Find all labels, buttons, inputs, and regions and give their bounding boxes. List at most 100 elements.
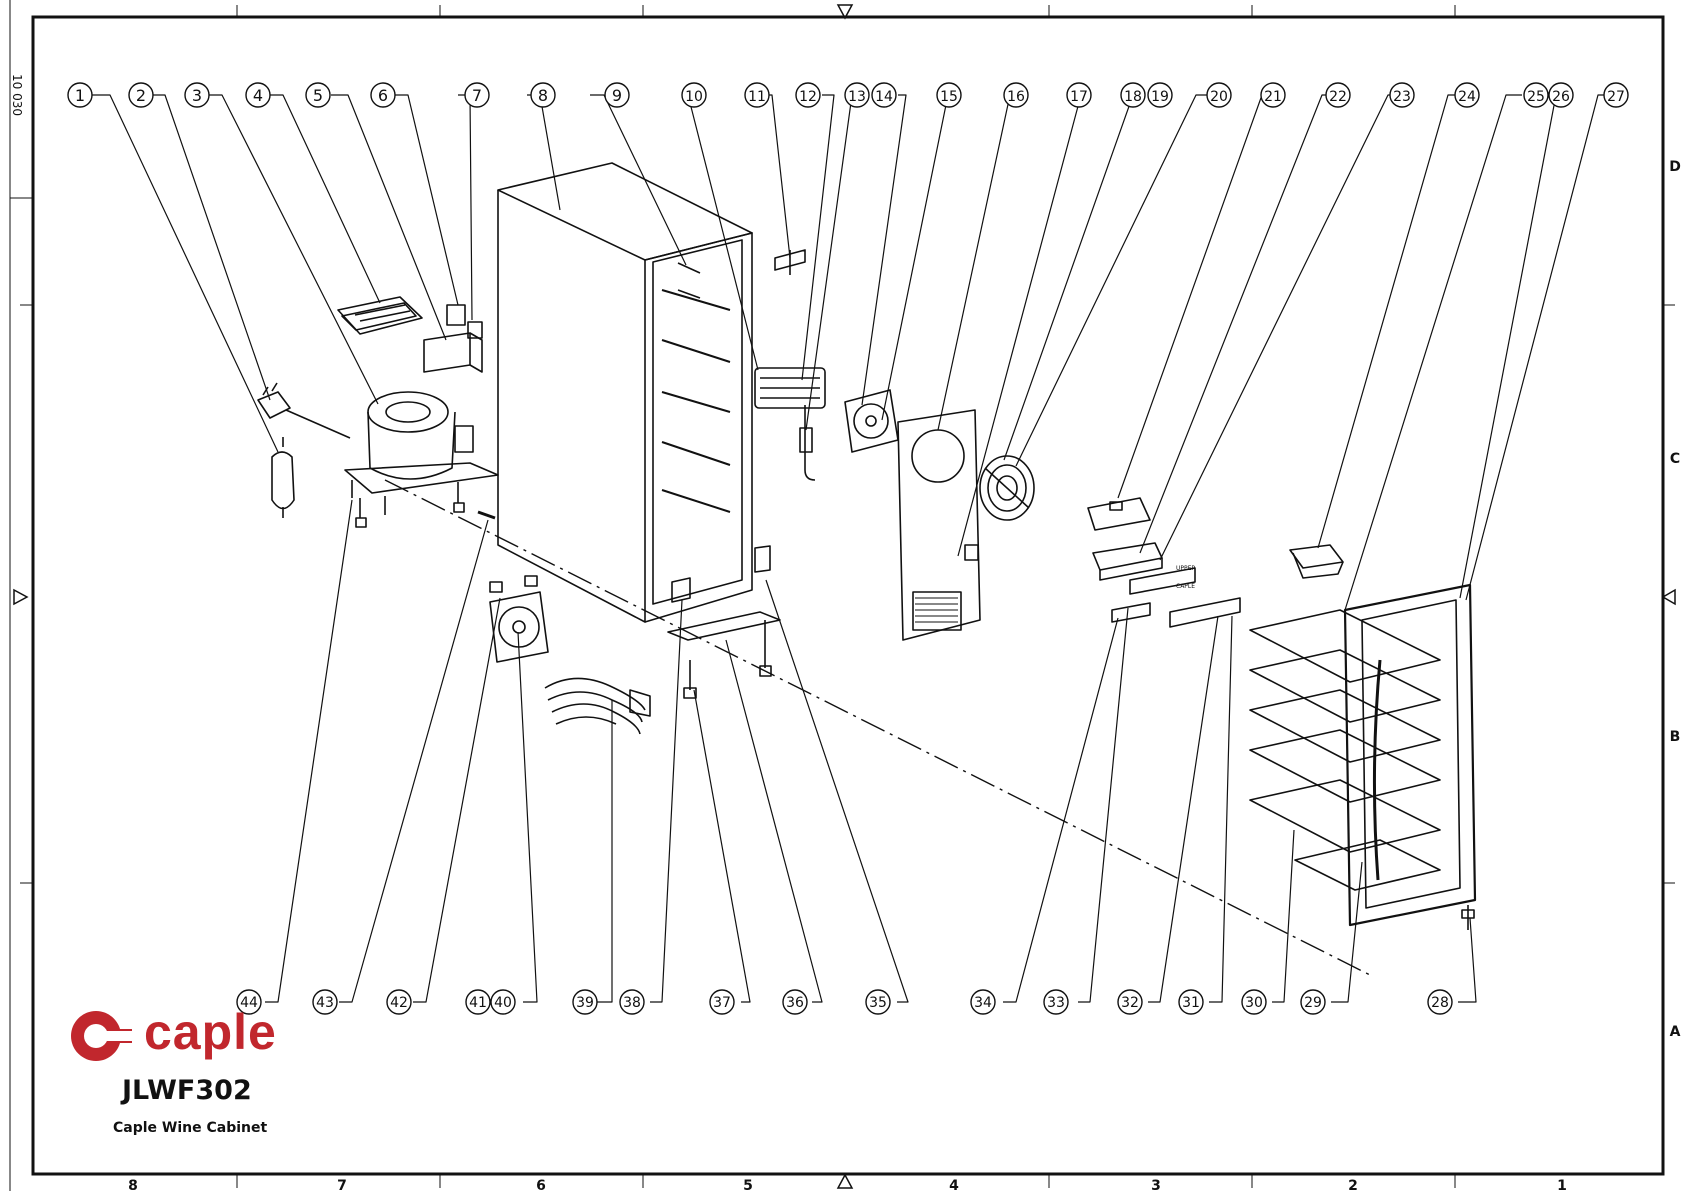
svg-text:27: 27 [1607,89,1625,105]
callout-4: 4 [246,83,270,107]
svg-text:16: 16 [1007,89,1025,105]
door-shelf-box-part [1290,545,1343,578]
part-29-label: UPPER [1176,565,1196,572]
callout-20: 20 [1207,83,1231,107]
svg-text:34: 34 [974,995,992,1011]
svg-text:43: 43 [316,995,334,1011]
callout-18: 18 [1121,83,1145,107]
row-label-a: A [1670,1024,1681,1040]
callout-28: 28 [1428,990,1452,1014]
svg-text:22: 22 [1329,89,1347,105]
caple-logo-icon [70,1010,134,1062]
part-32-label: CAPLE [1176,583,1195,590]
callout-12: 12 [796,83,820,107]
svg-text:4: 4 [253,86,263,105]
svg-text:6: 6 [378,86,388,105]
col-label-5: 5 [743,1178,753,1191]
svg-text:9: 9 [612,86,622,105]
svg-text:10: 10 [685,89,703,105]
svg-text:24: 24 [1458,89,1476,105]
svg-text:21: 21 [1264,89,1282,105]
callout-5: 5 [306,83,330,107]
wine-shelves-part [1250,610,1440,890]
svg-text:26: 26 [1552,89,1570,105]
callout-1: 1 [68,83,92,107]
svg-text:25: 25 [1527,89,1545,105]
callout-29: 29 [1301,990,1325,1014]
svg-text:17: 17 [1070,89,1088,105]
callout-6: 6 [371,83,395,107]
condenser-fan-part [845,390,898,452]
back-panel-part [898,410,980,640]
svg-text:7: 7 [472,86,482,105]
fan-guard-part [980,456,1034,520]
callout-27: 27 [1604,83,1628,107]
callout-19: 19 [1148,83,1172,107]
callout-35: 35 [866,990,890,1014]
margin-note: 10 030 [10,74,24,116]
callout-16: 16 [1004,83,1028,107]
svg-text:29: 29 [1304,995,1322,1011]
col-label-2: 2 [1348,1178,1358,1191]
callout-17: 17 [1067,83,1091,107]
callout-11: 11 [745,83,769,107]
brand-logo [70,1010,134,1066]
screws-part [678,263,700,298]
callout-7: 7 [465,83,489,107]
callout-32: 32 [1118,990,1142,1014]
svg-text:14: 14 [875,89,893,105]
callout-10: 10 [682,83,706,107]
evaporator-part [545,678,650,734]
svg-text:31: 31 [1182,995,1200,1011]
relay-box-part [424,333,482,372]
svg-text:8: 8 [538,86,548,105]
drain-tube-part [478,512,495,518]
svg-text:5: 5 [313,86,323,105]
callout-38: 38 [620,990,644,1014]
col-label-4: 4 [949,1178,959,1191]
svg-text:13: 13 [848,89,866,105]
svg-text:32: 32 [1121,995,1139,1011]
filter-drier-part [272,437,294,518]
col-label-8: 8 [128,1178,138,1191]
callouts-top: 1 2 3 4 5 6 7 8 9 10 11 12 13 14 15 16 1… [68,83,1628,107]
svg-text:18: 18 [1124,89,1142,105]
callout-9: 9 [605,83,629,107]
callout-23: 23 [1390,83,1414,107]
callout-33: 33 [1044,990,1068,1014]
callout-14: 14 [872,83,896,107]
callout-40: 40 [491,990,515,1014]
svg-text:15: 15 [940,89,958,105]
svg-text:12: 12 [799,89,817,105]
leader-lines [90,95,1610,1002]
power-plug-part [258,383,350,438]
callout-42: 42 [387,990,411,1014]
glass-door-part [1345,585,1475,925]
row-label-d: D [1669,159,1681,175]
control-board-part [1088,498,1150,530]
model-number: JLWF302 [122,1075,252,1106]
callout-13: 13 [845,83,869,107]
svg-text:30: 30 [1245,995,1263,1011]
product-subtitle: Caple Wine Cabinet [113,1120,267,1136]
brand-wordmark: caple [144,1003,277,1061]
svg-text:11: 11 [748,89,766,105]
callout-36: 36 [783,990,807,1014]
svg-text:40: 40 [494,995,512,1011]
callout-41: 41 [466,990,490,1014]
callout-24: 24 [1455,83,1479,107]
svg-text:42: 42 [390,995,408,1011]
callout-3: 3 [185,83,209,107]
svg-text:36: 36 [786,995,804,1011]
callout-8: 8 [531,83,555,107]
base-channel-part [668,546,780,676]
svg-text:33: 33 [1047,995,1065,1011]
col-label-3: 3 [1151,1178,1161,1191]
display-housing-part [1093,543,1162,580]
svg-text:37: 37 [713,995,731,1011]
logo-badge-part [1170,598,1240,627]
svg-text:35: 35 [869,995,887,1011]
svg-text:23: 23 [1393,89,1411,105]
svg-text:41: 41 [469,995,487,1011]
condenser-coil-part [755,368,825,408]
